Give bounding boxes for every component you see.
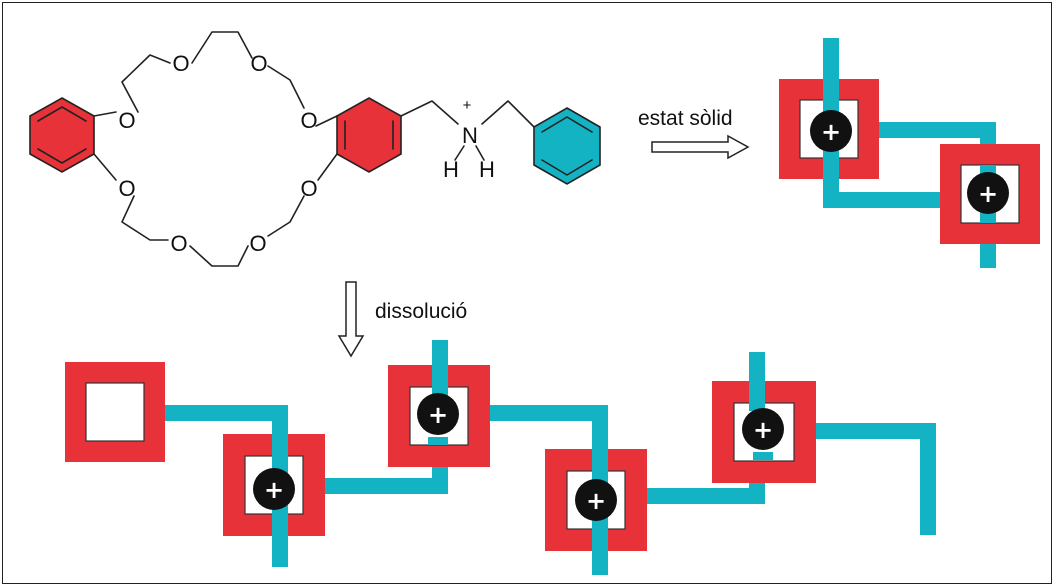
positive-charge: + xyxy=(428,401,448,429)
ammonium-bead xyxy=(575,479,617,521)
oxygen-atom: O xyxy=(118,108,135,133)
atom-labels: O O O O O O O O N + H H xyxy=(118,51,495,256)
axle-rod xyxy=(878,122,980,138)
oxygen-atom: O xyxy=(172,51,189,76)
nitrogen-atom: N xyxy=(462,123,478,148)
oxygen-atom: O xyxy=(300,108,317,133)
ammonium-bead xyxy=(742,408,784,450)
oxygen-atom: O xyxy=(118,176,135,201)
left-benzene-ring xyxy=(29,97,95,173)
solid-state-assembly: + + xyxy=(779,38,1040,268)
solution-arrow xyxy=(337,281,365,358)
crown-cavity xyxy=(85,382,145,442)
axle-rod xyxy=(920,423,936,535)
molecule-structure: O O O O O O O O N + H H xyxy=(29,31,601,267)
positive-charge: + xyxy=(753,416,773,444)
hydrogen-atom: H xyxy=(479,157,495,182)
ammonium-bead xyxy=(253,468,295,510)
ammonium-charge: + xyxy=(463,97,472,114)
right-benzene-ring xyxy=(336,97,402,173)
crown-chain-bonds xyxy=(93,31,535,267)
ammonium-bead xyxy=(967,172,1009,214)
positive-charge: + xyxy=(586,487,606,515)
axle-rod xyxy=(640,488,765,504)
axle-rod xyxy=(320,478,448,494)
rod-end-stub xyxy=(428,437,448,445)
oxygen-atom: O xyxy=(250,51,267,76)
ammonium-bead xyxy=(810,110,852,152)
oxygen-atom: O xyxy=(300,176,317,201)
solid-state-label: estat sòlid xyxy=(638,107,733,130)
axle-rod xyxy=(160,405,288,421)
positive-charge: + xyxy=(264,476,284,504)
solution-label: dissolució xyxy=(375,300,467,323)
hydrogen-atom: H xyxy=(443,157,459,182)
positive-charge: + xyxy=(821,118,841,146)
positive-charge: + xyxy=(978,180,998,208)
axle-rod xyxy=(800,423,936,439)
oxygen-atom: O xyxy=(249,231,266,256)
threaded-rod xyxy=(749,381,765,411)
oxygen-atom: O xyxy=(170,231,187,256)
benzyl-ring xyxy=(533,107,601,185)
axle-rod xyxy=(478,405,608,421)
axle-rod xyxy=(823,192,973,208)
solution-assembly: + + + + xyxy=(65,340,936,575)
rod-end-stub xyxy=(753,452,773,460)
ammonium-bead xyxy=(417,393,459,435)
solid-state-arrow xyxy=(651,134,750,160)
